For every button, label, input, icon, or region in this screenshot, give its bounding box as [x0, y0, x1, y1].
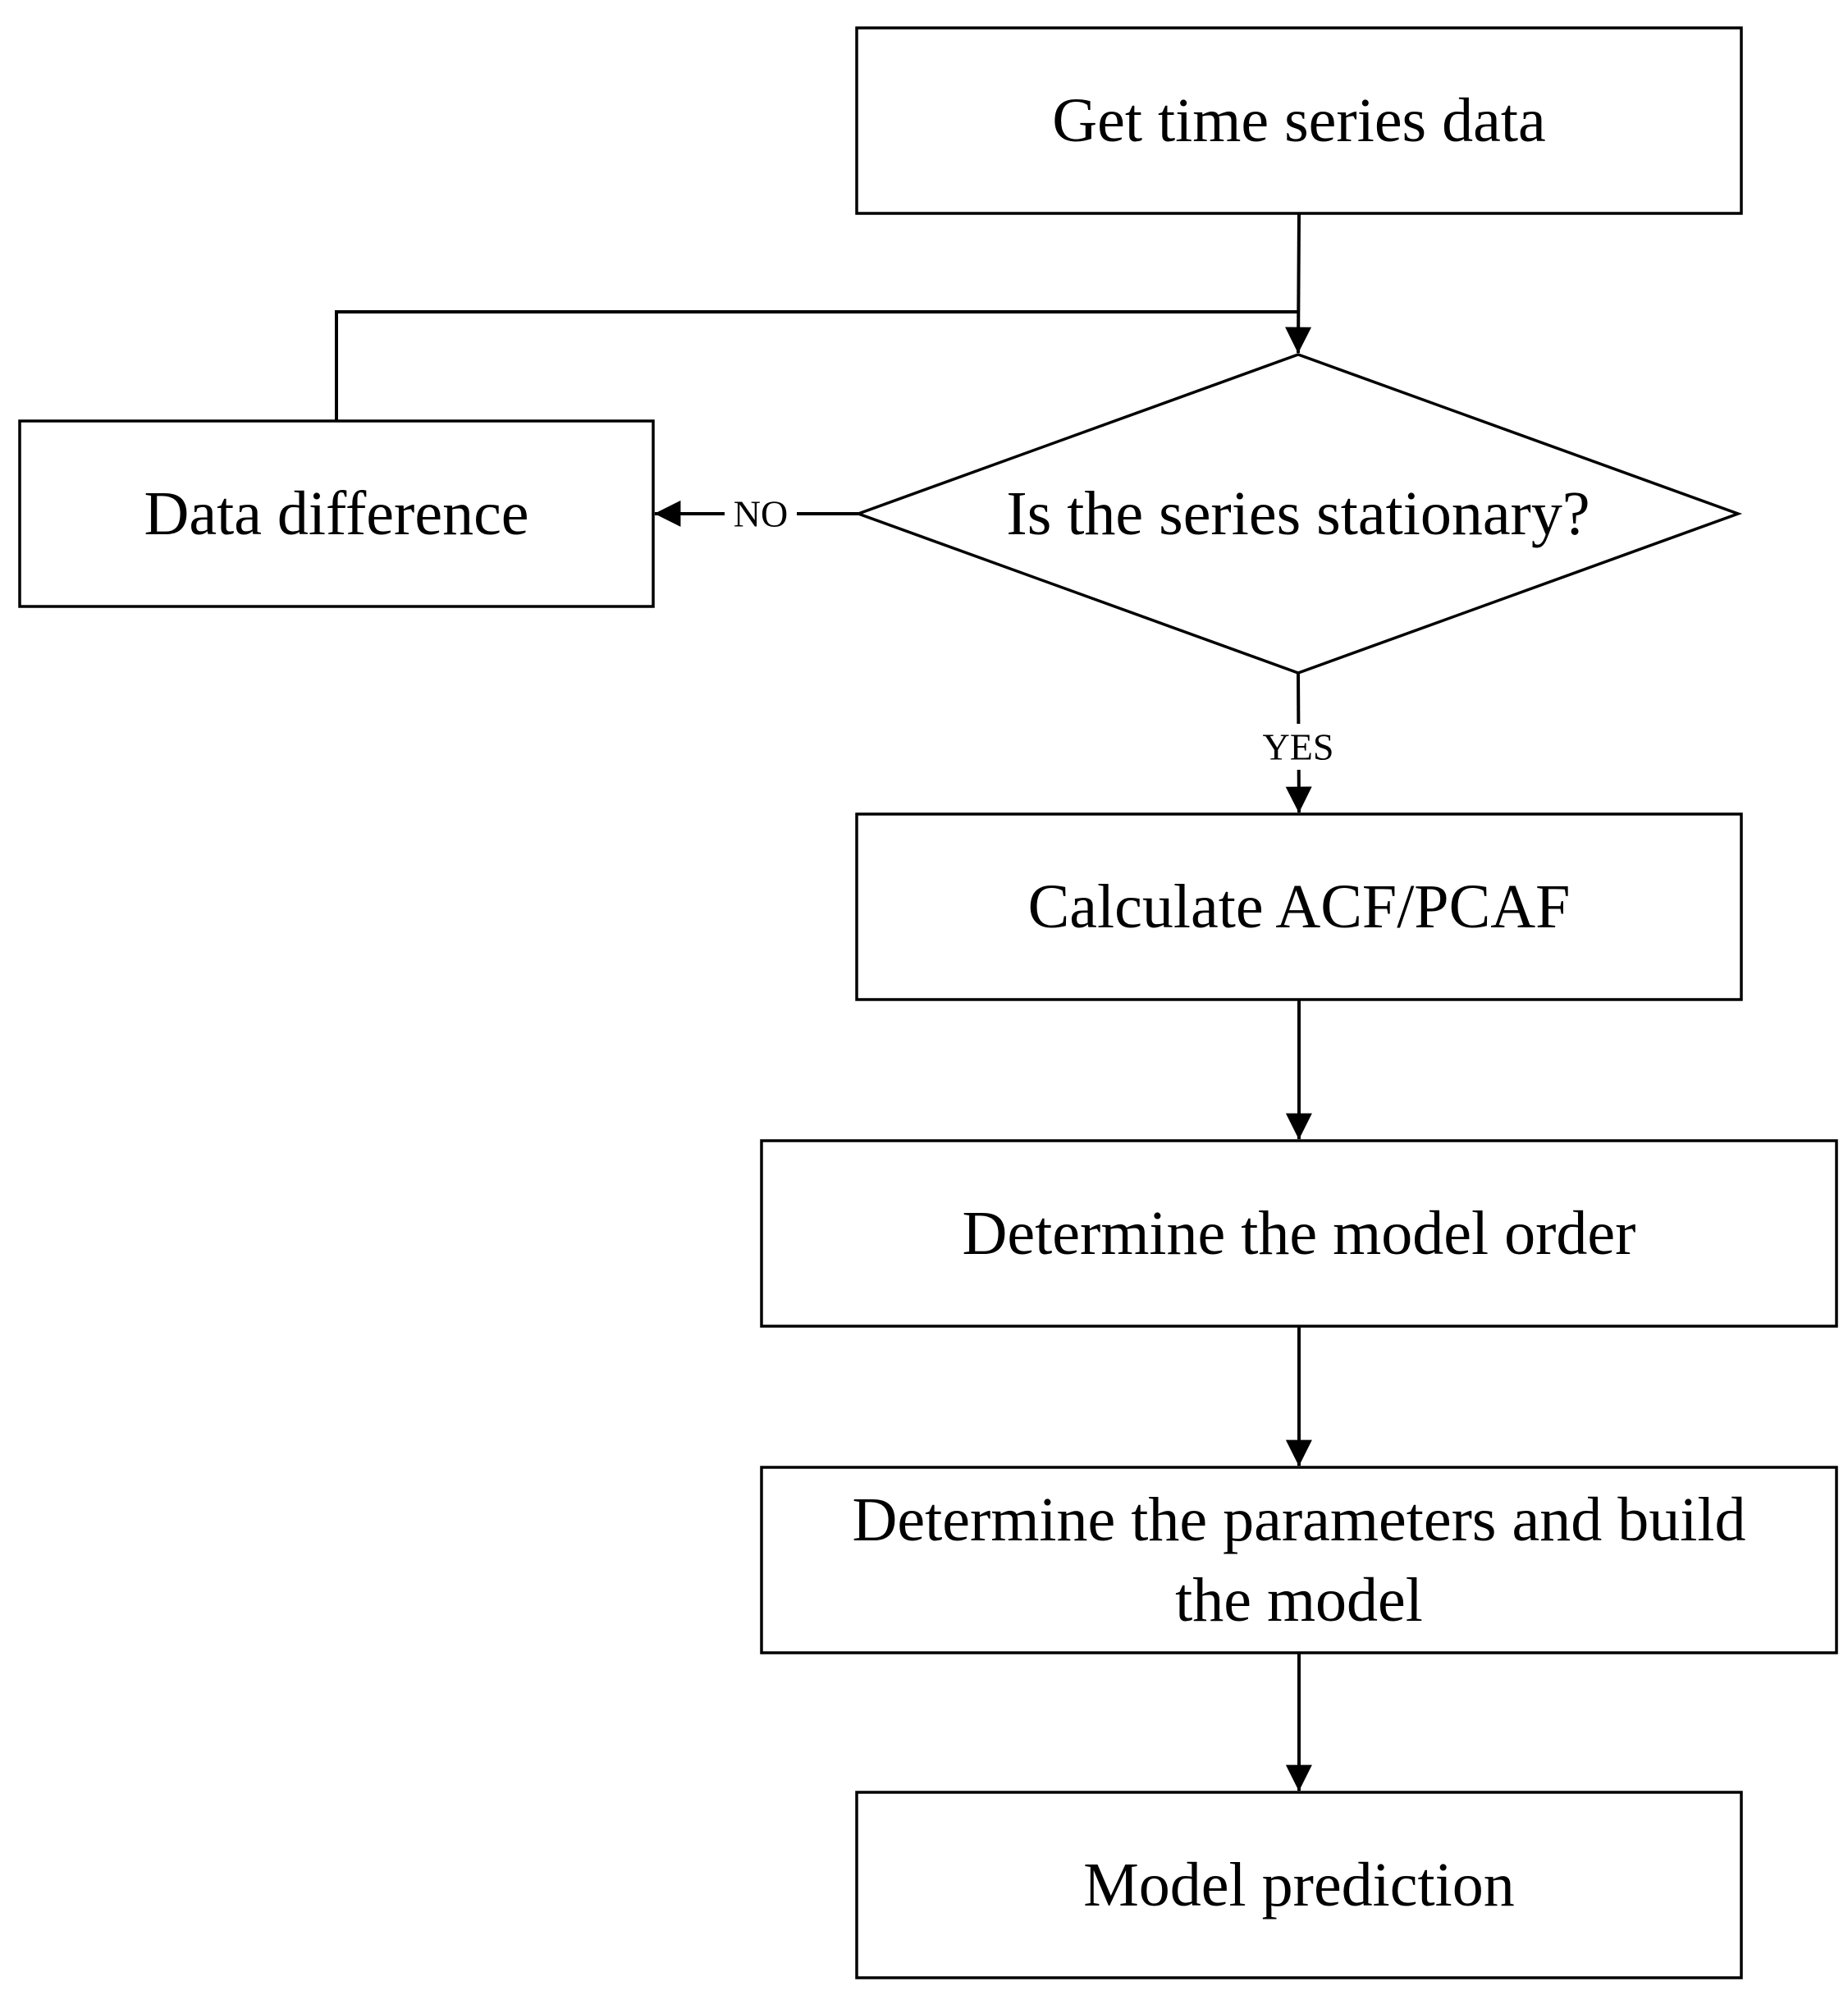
node-get-data: Get time series data: [855, 26, 1743, 215]
node-data-difference: Data difference: [18, 419, 655, 608]
edges-layer: NO YES: [335, 213, 1334, 1791]
edge-label-background: [725, 491, 797, 537]
process-box: [760, 1466, 1838, 1654]
process-box: [855, 1791, 1743, 1979]
process-box: [760, 1139, 1838, 1328]
node-calculate-acf: Calculate ACF/PCAF: [855, 812, 1743, 1001]
node-model-prediction: Model prediction: [855, 1791, 1743, 1979]
node-label: Model prediction: [1083, 1851, 1515, 1920]
node-label: Data difference: [144, 479, 528, 548]
process-box: [855, 812, 1743, 1001]
node-label: Is the series stationary?: [1006, 479, 1590, 548]
node-label: Determine the model order: [963, 1199, 1636, 1268]
edge-label-no: NO: [734, 493, 788, 535]
edge-label-yes: YES: [1263, 726, 1334, 768]
nodes-layer: Get time series data Is the series statio…: [18, 26, 1838, 1979]
node-label: Determine the parameters and build: [853, 1485, 1746, 1554]
node-build-model: Determine the parameters and build the mo…: [760, 1466, 1838, 1654]
decision-diamond: [853, 353, 1743, 675]
node-label: Calculate ACF/PCAF: [1028, 872, 1571, 941]
process-box: [855, 26, 1743, 215]
node-label: the model: [1175, 1566, 1423, 1635]
node-stationary-check: Is the series stationary?: [853, 353, 1743, 675]
edge-get-data-to-stationary-check: [1285, 213, 1312, 354]
edge-label-background: [1262, 724, 1334, 770]
node-model-order: Determine the model order: [760, 1139, 1838, 1328]
node-label: Get time series data: [1052, 86, 1545, 155]
edge-data-difference-to-stationary-check: [335, 310, 1298, 421]
process-box: [18, 419, 655, 608]
